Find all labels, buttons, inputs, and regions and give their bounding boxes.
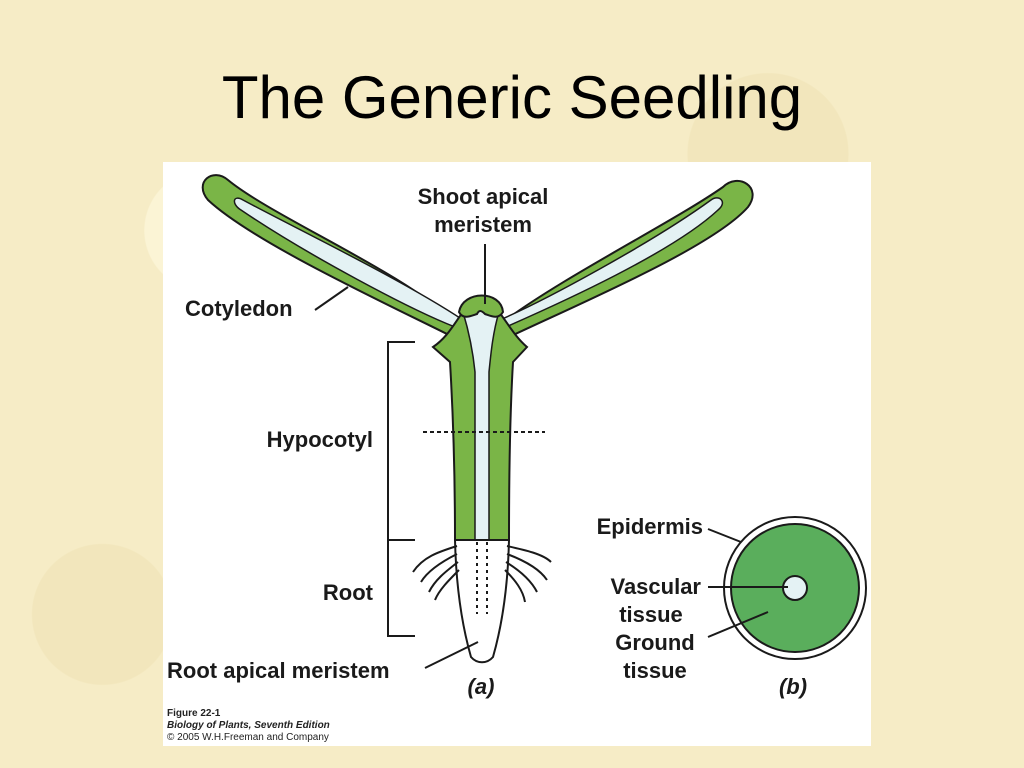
cotyledon-label: Cotyledon <box>185 296 293 321</box>
epidermis-label: Epidermis <box>597 514 703 539</box>
copyright-notice: © 2005 W.H.Freeman and Company <box>167 732 329 743</box>
right-cotyledon-inner <box>493 197 724 331</box>
panel-b-label: (b) <box>779 674 807 699</box>
epidermis-leader <box>707 528 742 543</box>
shoot-apex-dome <box>457 294 505 318</box>
root-apical-meristem-label: Root apical meristem <box>167 658 390 683</box>
root-apical-meristem-leader <box>424 641 479 669</box>
seedling-diagram: Shoot apical meristem Cotyledon Hypocoty… <box>167 174 867 699</box>
shoot-apical-label-line2: meristem <box>434 212 532 237</box>
ground-tissue-leader <box>707 611 769 638</box>
cotyledon-leader <box>314 286 349 311</box>
root-bracket <box>387 539 415 637</box>
figure-number: Figure 22-1 <box>167 708 221 719</box>
hypocotyl-label: Hypocotyl <box>267 427 373 452</box>
ground-label-line1: Ground <box>615 630 694 655</box>
ground-label-line2: tissue <box>623 658 687 683</box>
lateral-roots-right <box>504 545 552 603</box>
book-title: Biology of Plants, Seventh Edition <box>167 720 330 731</box>
lateral-roots-left <box>412 545 460 601</box>
vascular-label-line2: tissue <box>619 602 683 627</box>
panel-a-label: (a) <box>468 674 495 699</box>
left-cotyledon-inner <box>233 197 464 332</box>
hypocotyl-bracket <box>387 341 415 541</box>
root <box>453 539 511 664</box>
vascular-label-line1: Vascular <box>610 574 701 599</box>
shoot-apical-label-line1: Shoot apical <box>418 184 549 209</box>
root-label: Root <box>323 580 374 605</box>
seedling-figure: Shoot apical meristem Cotyledon Hypocoty… <box>163 162 871 746</box>
slide-title: The Generic Seedling <box>221 64 803 131</box>
